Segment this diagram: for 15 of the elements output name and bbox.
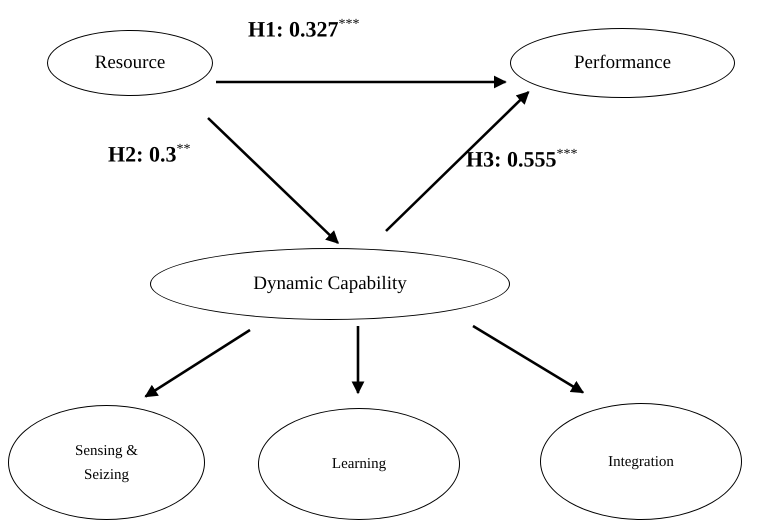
node-label: Learning [332, 455, 386, 474]
node-label: Performance [574, 50, 672, 75]
node-label: Sensing & Seizing [74, 442, 139, 484]
arrow [385, 91, 530, 232]
edge-label: H1: 0.327$^{***}$ [248, 18, 360, 40]
node-label: Dynamic Capability [253, 272, 407, 296]
edge-label: H3: 0.555$^{***}$ [466, 148, 578, 170]
arrow [472, 324, 584, 394]
arrow [144, 328, 251, 398]
node-label: Integration [608, 452, 674, 472]
edge-label: H2: 0.3$^{**}$ [108, 143, 190, 166]
arrow [352, 326, 364, 394]
node-label: Resource [94, 50, 166, 75]
arrow [216, 76, 507, 88]
arrow [207, 117, 339, 244]
